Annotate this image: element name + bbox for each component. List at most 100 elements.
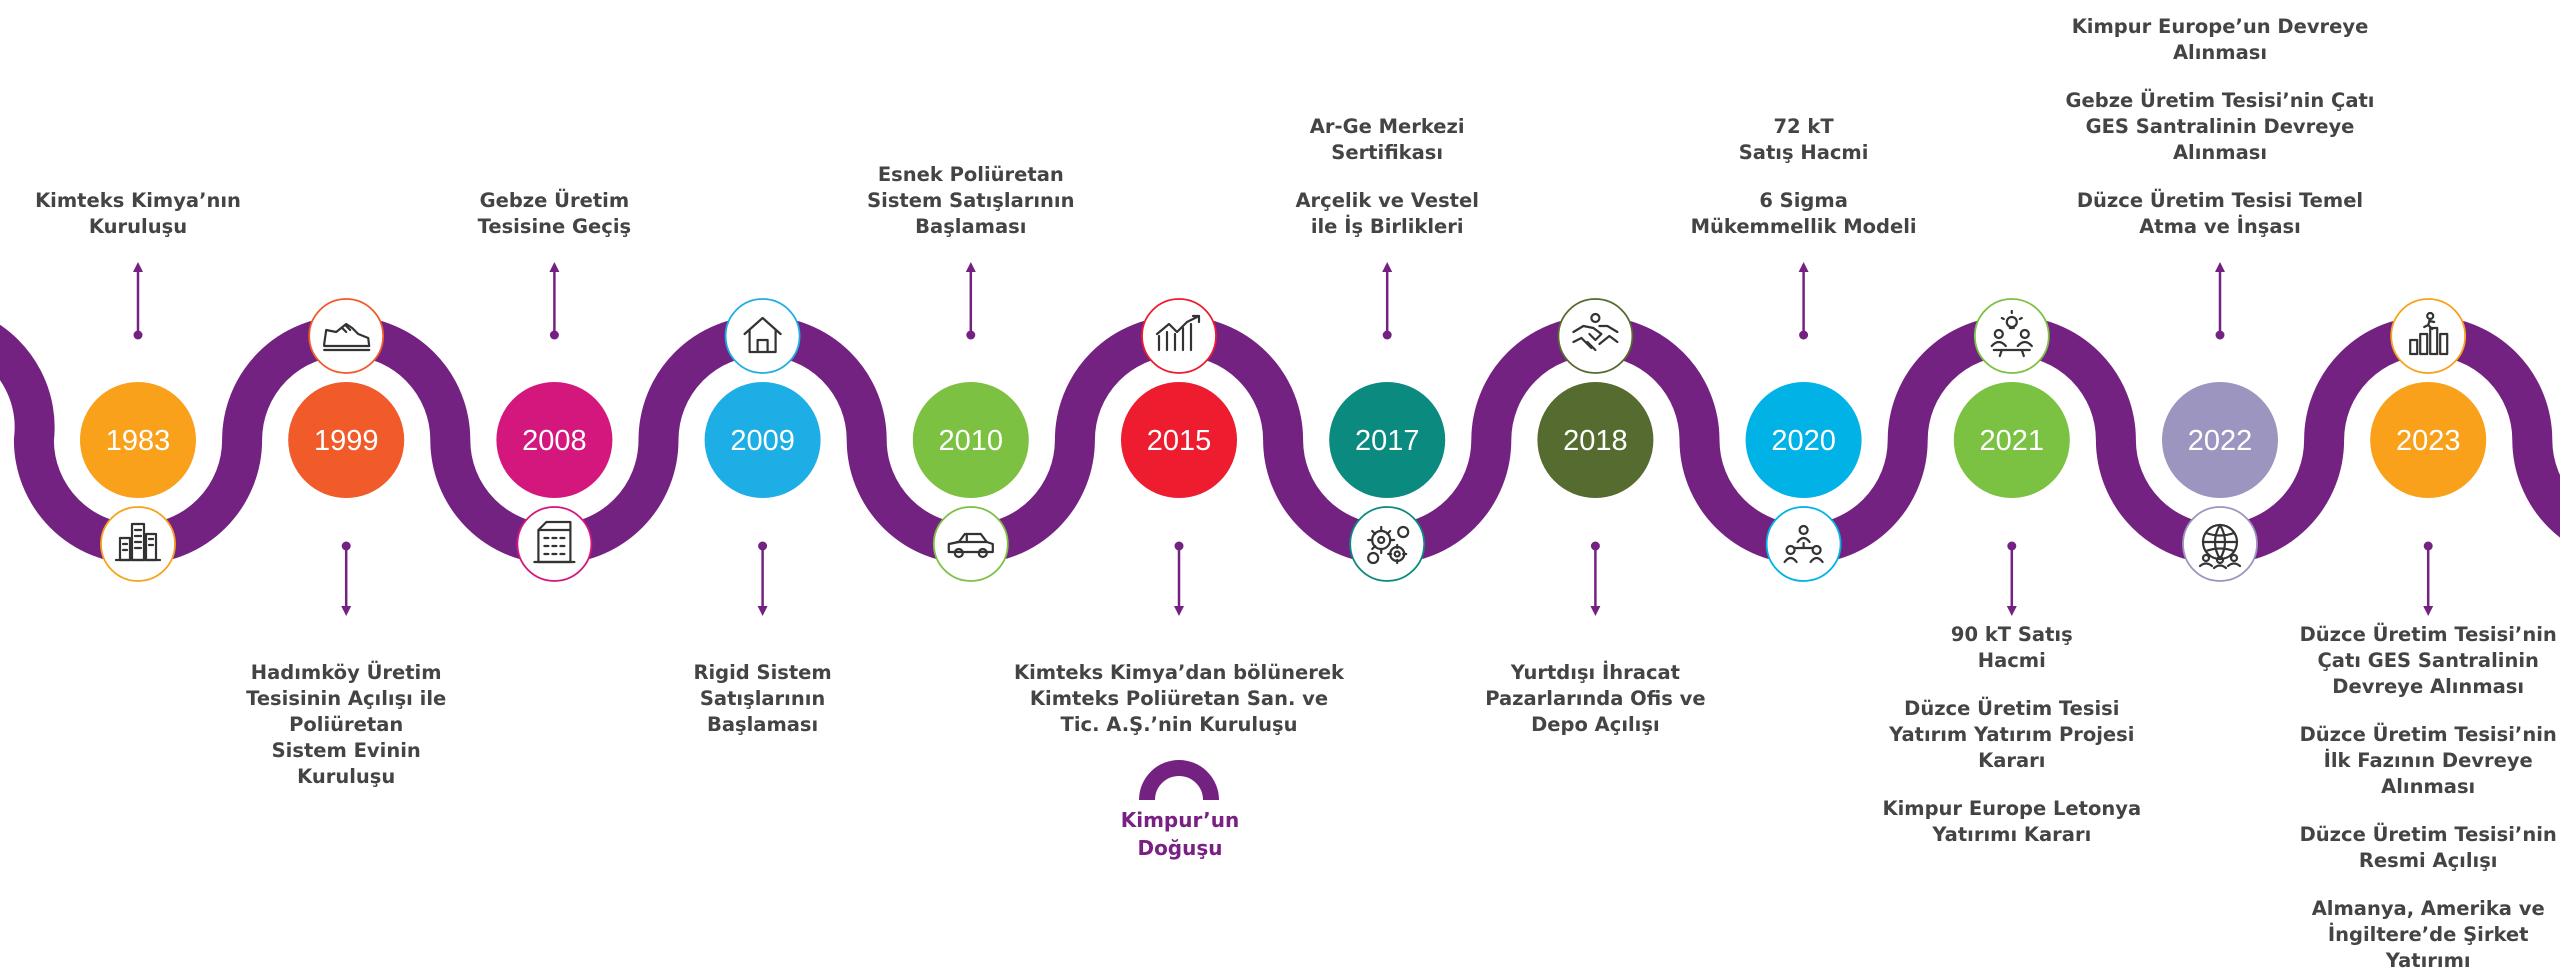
team-network-icon xyxy=(1765,506,1842,582)
year-circle-2017 xyxy=(1329,382,1446,498)
year-circle-2015 xyxy=(1121,382,1237,498)
kimpur-birth-label: Kimpur’un Doğuşu xyxy=(1080,806,1280,862)
milestone-text-2022: Kimpur Halka ArzKimpur Europe’un Devreye… xyxy=(2050,0,2390,240)
item-gap xyxy=(1217,166,1557,188)
milestone-line-2021-2-0: Kimpur Europe Letonya xyxy=(1882,797,2142,820)
stem-arrow-2015 xyxy=(1174,606,1184,616)
milestone-line-1999-0-3: Sistem Evinin xyxy=(271,739,421,762)
year-label-2009: 2009 xyxy=(730,425,795,457)
kimpur-birth-line-1: Kimpur’un xyxy=(1120,808,1240,832)
serpentine-track xyxy=(0,315,2560,565)
milestone-line-2021-1-1: Yatırım Yatırım Projesi xyxy=(1889,723,2135,746)
item-gap xyxy=(2050,166,2390,188)
stem-dot-2023 xyxy=(2423,541,2433,551)
stem-dot-1983 xyxy=(133,330,143,340)
milestone-line-2020-1-0: 6 Sigma xyxy=(1759,189,1848,212)
stem-dot-2022 xyxy=(2215,330,2225,340)
milestone-line-2009-0-2: Başlaması xyxy=(706,713,819,736)
year-label-2022: 2022 xyxy=(2188,425,2253,457)
item-gap xyxy=(2258,700,2560,722)
global-people-icon xyxy=(2182,506,2258,582)
stem-arrow-2009 xyxy=(757,606,768,616)
milestone-line-2022-2-0: Gebze Üretim Tesisi’nin Çatı xyxy=(2065,89,2375,112)
house-icon xyxy=(724,298,801,374)
milestone-line-2022-1-0: Kimpur Europe’un Devreye xyxy=(2071,15,2369,38)
milestone-line-2022-2-2: Alınması xyxy=(2172,141,2268,164)
stem-arrow-1999 xyxy=(341,606,352,616)
stem-dot-2015 xyxy=(1174,541,1184,551)
stem-dot-2020 xyxy=(1799,330,1809,340)
handshake-icon xyxy=(1557,298,1634,374)
milestone-line-2008-0-1: Tesisine Geçiş xyxy=(477,215,632,238)
milestone-line-2022-1-1: Alınması xyxy=(2172,41,2268,64)
year-circle-2020 xyxy=(1745,382,1862,498)
milestone-line-1999-0-4: Kuruluşu xyxy=(297,765,396,788)
year-label-2015: 2015 xyxy=(1147,425,1212,457)
milestone-line-2017-1-0: Arçelik ve Vestel xyxy=(1295,189,1479,212)
year-circle-2009 xyxy=(704,382,821,498)
item-gap xyxy=(2050,0,2390,14)
stem-arrow-2022 xyxy=(2215,262,2225,272)
stem-arrow-2021 xyxy=(2006,606,2017,616)
year-circle-2010 xyxy=(912,382,1029,498)
milestone-line-2023-2-0: Düzce Üretim Tesisi’nin xyxy=(2299,823,2557,846)
stem-arrow-2010 xyxy=(965,262,976,272)
city-buildings-icon xyxy=(100,506,176,582)
year-label-1999: 1999 xyxy=(314,425,379,457)
item-gap xyxy=(1634,166,1974,188)
milestone-line-2023-3-0: Almanya, Amerika ve xyxy=(2311,897,2545,920)
milestone-line-2017-0-0: Ar-Ge Merkezi xyxy=(1309,115,1465,138)
kimpur-birth-line-2: Doğuşu xyxy=(1137,836,1223,860)
milestone-line-2023-1-0: Düzce Üretim Tesisi’nin xyxy=(2299,723,2557,746)
milestone-line-2009-0-1: Satışlarının xyxy=(699,687,826,710)
milestone-line-1999-0-1: Tesisinin Açılışı ile xyxy=(246,687,447,710)
year-label-1983: 1983 xyxy=(106,425,171,457)
milestone-line-2018-0-0: Yurtdışı İhracat xyxy=(1510,661,1680,684)
item-gap xyxy=(1842,674,2182,696)
milestone-line-2009-0-0: Rigid Sistem xyxy=(693,661,832,684)
year-label-2023: 2023 xyxy=(2396,425,2461,457)
milestone-line-1999-0-2: Poliüretan xyxy=(289,713,404,736)
stem-dot-1999 xyxy=(341,541,351,551)
year-circle-2018 xyxy=(1537,382,1654,498)
item-gap xyxy=(2258,800,2560,822)
milestone-line-2023-3-2: Yatırımı xyxy=(2385,949,2471,972)
item-gap xyxy=(2258,874,2560,896)
car-icon xyxy=(932,506,1009,582)
stem-arrow-1983 xyxy=(133,262,143,272)
milestone-line-2021-0-1: Hacmi xyxy=(1977,649,2046,672)
milestone-line-2023-0-2: Devreye Alınması xyxy=(2332,675,2525,698)
stem-dot-2021 xyxy=(2007,541,2017,551)
gears-icon xyxy=(1349,506,1426,582)
item-gap xyxy=(2050,66,2390,88)
milestone-line-2015-0-2: Tic. A.Ş.’nin Kuruluşu xyxy=(1060,713,1298,736)
year-label-2010: 2010 xyxy=(939,425,1004,457)
climbing-bar-chart-icon xyxy=(2390,298,2467,374)
item-gap xyxy=(1842,774,2182,796)
year-circle-2021 xyxy=(1953,382,2070,498)
stem-dot-2018 xyxy=(1590,541,1600,551)
milestone-line-2010-0-1: Sistem Satışlarının xyxy=(867,189,1075,212)
milestone-line-2023-2-1: Resmi Açılışı xyxy=(2358,849,2498,872)
milestone-line-2010-0-2: Başlaması xyxy=(915,215,1027,238)
stem-dot-2009 xyxy=(758,541,768,551)
year-label-2008: 2008 xyxy=(522,425,587,457)
milestone-line-2020-1-1: Mükemmellik Modeli xyxy=(1690,215,1917,238)
year-circle-2023 xyxy=(2370,382,2487,498)
year-label-2021: 2021 xyxy=(1980,425,2045,457)
year-circle-2008 xyxy=(496,382,613,498)
milestone-line-2023-0-0: Düzce Üretim Tesisi’nin xyxy=(2299,623,2557,646)
milestone-line-1999-0-0: Hadımköy Üretim xyxy=(250,661,442,684)
milestone-line-1983-0-1: Kuruluşu xyxy=(88,215,188,238)
stem-dot-2008 xyxy=(549,330,559,340)
stem-arrow-2023 xyxy=(2423,606,2434,616)
milestone-line-2010-0-0: Esnek Poliüretan xyxy=(877,163,1064,186)
